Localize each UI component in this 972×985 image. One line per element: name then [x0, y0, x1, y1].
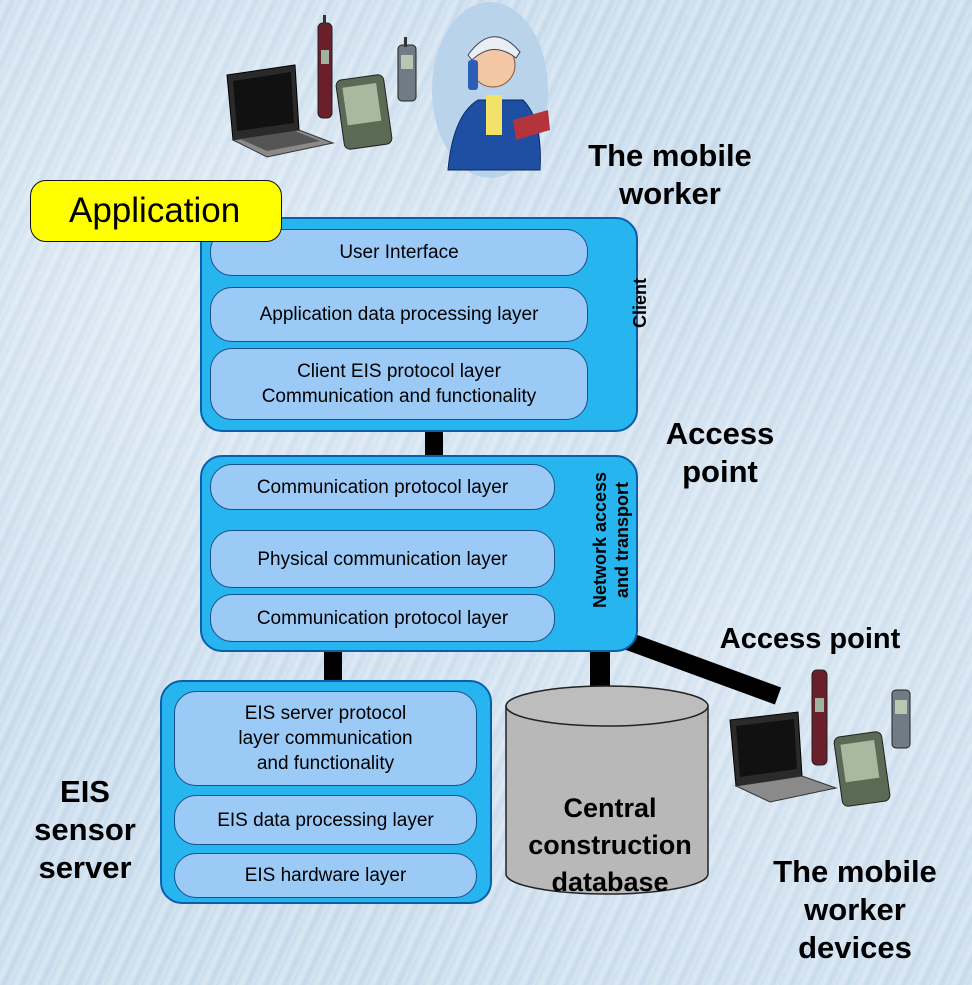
database-cylinder: [505, 685, 709, 895]
client-layer-eis-protocol: Client EIS protocol layer Communication …: [210, 348, 588, 420]
eis-sensor-server-label: EIS sensor server: [34, 774, 136, 885]
database-label: Central construction database: [528, 793, 692, 897]
network-side-label: Network access and transport: [590, 471, 632, 609]
worker-on-phone-illustration: [432, 2, 550, 178]
network-layer-comm-protocol-bottom: Communication protocol layer: [210, 594, 555, 642]
mobile-phone-icon: [811, 669, 828, 766]
pda-icon: [335, 74, 393, 150]
access-point-label-2: Access point: [719, 623, 901, 655]
client-side-label: Client: [630, 278, 650, 329]
eis-layer-hardware: EIS hardware layer: [174, 853, 477, 898]
client-layer-app-data-processing: Application data processing layer: [210, 287, 588, 342]
mobile-phone-icon: [891, 689, 911, 749]
mobile-phone-icon: [317, 15, 333, 119]
laptop-icon: [729, 711, 838, 803]
mobile-devices-illustration-top: [226, 15, 417, 158]
connector-client-network: [425, 430, 443, 458]
access-point-label-1: Access point: [665, 416, 775, 489]
mobile-worker-devices-label: The mobile worker devices: [773, 854, 937, 965]
eis-layer-data-processing: EIS data processing layer: [174, 795, 477, 845]
pda-icon: [833, 731, 891, 807]
mobile-phone-icon: [397, 37, 417, 102]
connector-network-access-point: [621, 631, 782, 705]
laptop-icon: [226, 64, 335, 158]
eis-layer-server-protocol: EIS server protocol layer communication …: [174, 691, 477, 786]
mobile-devices-illustration-bottom: [729, 669, 911, 807]
network-layer-comm-protocol-top: Communication protocol layer: [210, 464, 555, 510]
application-label: Application: [30, 180, 282, 242]
mobile-worker-label: The mobile worker: [588, 138, 752, 211]
network-layer-physical: Physical communication layer: [210, 530, 555, 588]
connector-network-eis: [324, 650, 342, 684]
